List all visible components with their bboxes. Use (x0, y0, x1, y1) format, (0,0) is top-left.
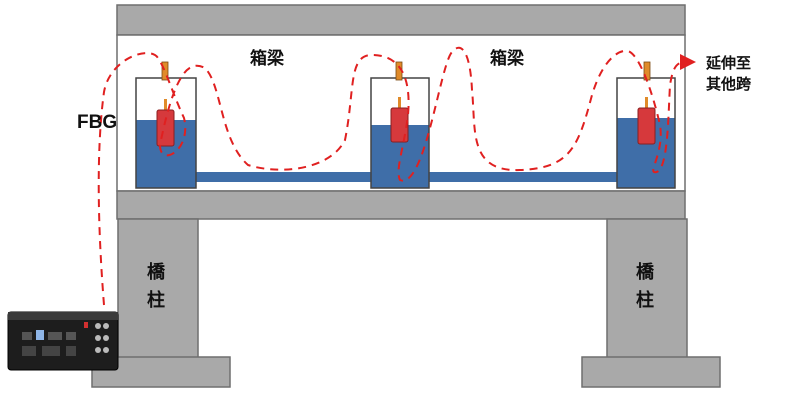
label-pier-left-2: 柱 (147, 289, 165, 311)
fbg-sensor-3 (637, 61, 656, 145)
water-container-3 (616, 77, 676, 189)
fbg-interrogator-device (7, 311, 119, 371)
connecting-pipe-left (195, 172, 372, 182)
label-box-girder-left: 箱梁 (250, 48, 285, 69)
label-box-girder-right: 箱梁 (490, 48, 525, 69)
connecting-pipe-right (428, 172, 618, 182)
pier-right (606, 218, 688, 360)
top-deck-slab (116, 4, 686, 36)
bottom-slab (116, 190, 686, 220)
label-extend-line1: 延伸至 (705, 54, 751, 72)
label-fbg: FBG (77, 112, 117, 133)
label-pier-right-2: 柱 (636, 289, 654, 311)
label-pier-right-1: 橋 (636, 261, 655, 283)
label-extend-line2: 其他跨 (706, 75, 752, 93)
label-pier-left-1: 橋 (147, 261, 166, 283)
fiber-optic-cable (97, 46, 696, 306)
pier-left (117, 218, 199, 360)
footing-right (581, 356, 721, 388)
fbg-sensor-2 (390, 61, 409, 143)
